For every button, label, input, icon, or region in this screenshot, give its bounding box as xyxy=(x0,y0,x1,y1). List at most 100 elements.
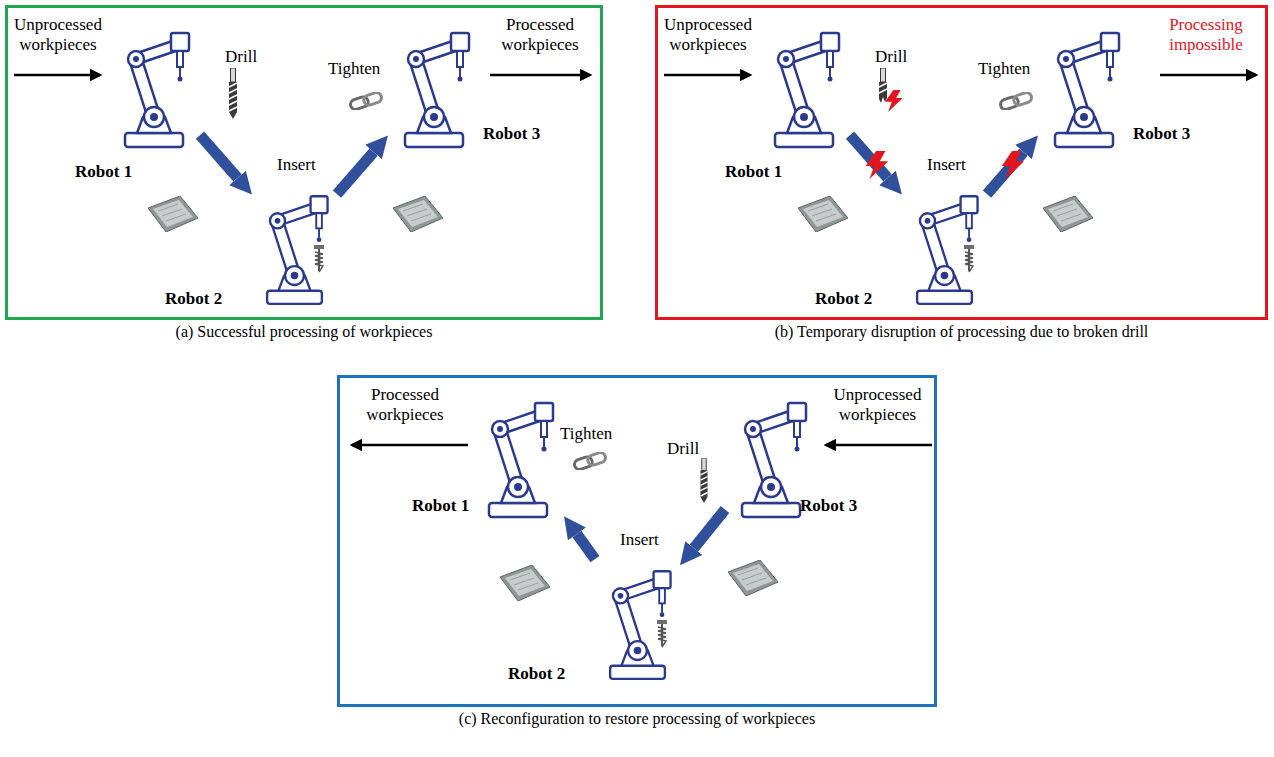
robot-body xyxy=(267,196,327,304)
robot-base xyxy=(917,291,972,304)
robot-node: InsertRobot 2 xyxy=(902,178,987,308)
robot-tool xyxy=(827,51,833,67)
chain-link xyxy=(999,91,1033,110)
robot-joint-core xyxy=(925,218,931,224)
robot-wrist xyxy=(535,403,553,421)
robot-wrist xyxy=(451,33,469,51)
robot-joint-core xyxy=(514,483,522,491)
robot-base xyxy=(489,503,547,517)
robot-body xyxy=(917,196,977,304)
robot-node: InsertRobot 2 xyxy=(595,553,680,683)
robot-node: DrillRobot 1 xyxy=(108,15,200,150)
robot-wrist xyxy=(654,571,671,588)
robot-tool xyxy=(457,51,463,67)
robot-base xyxy=(1055,133,1113,147)
robot-joint xyxy=(508,477,528,497)
chain-link xyxy=(349,91,383,110)
robot-body xyxy=(489,403,553,517)
robot-name: Robot 2 xyxy=(815,290,872,309)
robot-illustration xyxy=(108,15,200,150)
robot-wrist xyxy=(311,196,328,213)
fault-lightning xyxy=(885,90,903,112)
robot-tool-tip xyxy=(1109,67,1111,77)
flow-arrow xyxy=(577,534,595,559)
robot-joint xyxy=(144,107,164,127)
operation-label: Tighten xyxy=(328,60,380,79)
operation-label: Insert xyxy=(927,156,966,175)
robot-joint-core xyxy=(497,426,503,432)
input-arrow xyxy=(664,74,750,77)
flow-label: Unprocessed workpieces xyxy=(658,15,758,54)
robot-joint xyxy=(1074,107,1094,127)
robot-illustration xyxy=(758,15,850,150)
workpiece-plate xyxy=(1043,196,1093,232)
robot-tool-point xyxy=(458,77,463,82)
robot-tool-point xyxy=(660,612,665,617)
operation-label: Insert xyxy=(277,156,316,175)
flow-arrow xyxy=(987,152,1024,194)
input-arrow xyxy=(826,444,932,447)
robot-body xyxy=(610,571,670,679)
robot-tool-point xyxy=(828,77,833,82)
flow-arrow xyxy=(337,152,374,194)
robot-joint xyxy=(492,421,508,437)
robot-tool-tip xyxy=(318,228,320,237)
robot-joint-core xyxy=(413,56,419,62)
robot-node: TightenRobot 3 xyxy=(388,15,480,150)
panel-caption: (b) Temporary disruption of processing d… xyxy=(658,322,1265,341)
robot-name: Robot 1 xyxy=(75,163,132,182)
robot-joint-core xyxy=(800,113,808,121)
robot-node: DrillRobot 3 xyxy=(725,385,817,520)
robot-tool-point xyxy=(542,447,547,452)
robot-joint xyxy=(935,266,954,285)
robot-tool-tip xyxy=(179,67,181,77)
robot-body xyxy=(125,33,189,147)
output-arrow xyxy=(1160,74,1256,77)
robot-illustration xyxy=(388,15,480,150)
robot-joint-core xyxy=(1080,113,1088,121)
panel-frame: (c) Reconfiguration to restore processin… xyxy=(337,375,937,707)
robot-joint xyxy=(128,51,144,67)
screw-icon xyxy=(964,245,974,272)
robot-node: DrillRobot 1 xyxy=(758,15,850,150)
robot-name: Robot 2 xyxy=(165,290,222,309)
output-arrow xyxy=(352,444,468,447)
robot-name: Robot 3 xyxy=(800,497,857,516)
workpiece-plate xyxy=(728,560,778,596)
chain-link xyxy=(573,451,607,470)
robot-tool xyxy=(541,421,547,437)
flow-label: Processed workpieces xyxy=(350,385,460,424)
robot-illustration xyxy=(1038,15,1130,150)
robot-joint xyxy=(285,266,304,285)
robot-tool xyxy=(966,213,972,228)
drill-bit xyxy=(700,458,707,503)
robot-joint xyxy=(745,421,761,437)
fault-lightning xyxy=(1002,151,1024,179)
robot-joint-core xyxy=(275,218,281,224)
robot-node: TightenRobot 3 xyxy=(1038,15,1130,150)
workpiece-plate xyxy=(798,196,848,232)
robot-tool-point xyxy=(795,447,800,452)
robot-tool-tip xyxy=(459,67,461,77)
flow-label: Unprocessed workpieces xyxy=(825,385,930,424)
robot-joint xyxy=(408,51,424,67)
robot-wrist xyxy=(1101,33,1119,51)
robot-joint xyxy=(424,107,444,127)
robot-illustration xyxy=(252,178,337,308)
robot-joint xyxy=(778,51,794,67)
robot-name: Robot 3 xyxy=(483,125,540,144)
robot-tool-point xyxy=(1108,77,1113,82)
input-arrow xyxy=(14,74,100,77)
fault-lightning xyxy=(866,151,888,179)
robot-wrist xyxy=(961,196,978,213)
robot-tool xyxy=(1107,51,1113,67)
robot-name: Robot 2 xyxy=(508,665,565,684)
robot-illustration xyxy=(472,385,564,520)
operation-label: Drill xyxy=(225,48,257,67)
robot-body xyxy=(1055,33,1119,147)
robot-joint-core xyxy=(1063,56,1069,62)
robot-joint-core xyxy=(941,272,949,280)
flow-label: Unprocessed workpieces xyxy=(8,15,108,54)
output-arrow xyxy=(490,74,590,77)
